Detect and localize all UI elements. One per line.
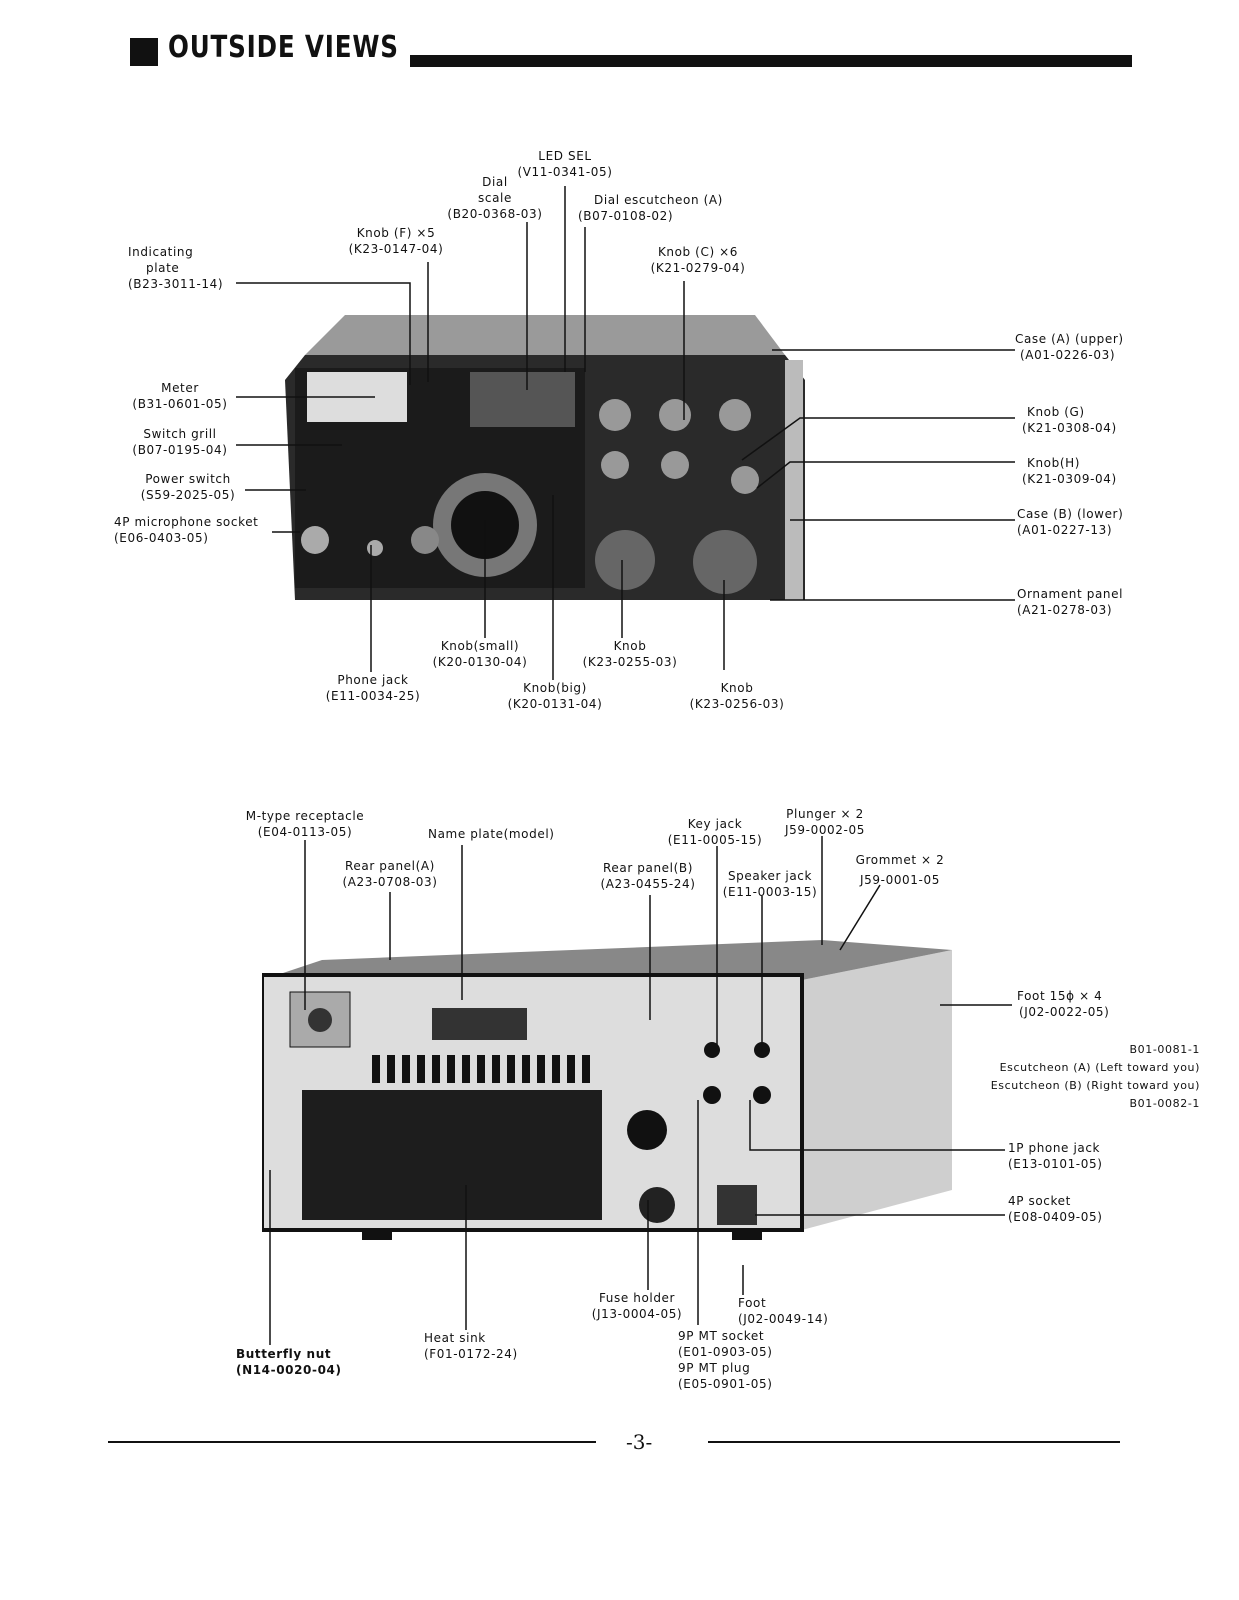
label-knob-k23-0255: Knob(K23-0255-03) xyxy=(582,639,678,669)
label-9p-mt: 9P MT socket(E01-0903-05)9P MT plug(E05-… xyxy=(678,1329,773,1391)
page-title: OUTSIDE VIEWS xyxy=(168,30,399,65)
label-heat-sink: Heat sink(F01-0172-24) xyxy=(424,1331,518,1361)
label-power-switch: Power switch(S59-2025-05) xyxy=(140,472,236,502)
label-speaker-jack: Speaker jack(E11-0003-15) xyxy=(722,869,818,899)
label-case-a: Case (A) (upper)(A01-0226-03) xyxy=(1015,332,1124,362)
label-switch-grill: Switch grill(B07-0195-04) xyxy=(132,427,228,457)
label-knob-k23-0256: Knob(K23-0256-03) xyxy=(689,681,785,711)
label-knob-h: Knob(H)(K21-0309-04) xyxy=(1022,456,1117,486)
label-fuse-holder: Fuse holder(J13-0004-05) xyxy=(591,1291,683,1321)
label-name-plate: Name plate(model) xyxy=(428,827,555,841)
label-knob-g: Knob (G)(K21-0308-04) xyxy=(1022,405,1117,435)
label-mic-socket: 4P microphone socket(E06-0403-05) xyxy=(114,515,259,545)
label-knob-small: Knob(small)(K20-0130-04) xyxy=(432,639,528,669)
label-dial-escutcheon: Dial escutcheon (A)(B07-0108-02) xyxy=(578,193,723,223)
footer-rule-right xyxy=(708,1441,1120,1443)
label-knob-c: Knob (C) ×6(K21-0279-04) xyxy=(650,245,746,275)
label-led-sel: LED SEL(V11-0341-05) xyxy=(517,149,613,179)
label-butterfly-nut: Butterfly nut(N14-0020-04) xyxy=(236,1347,342,1377)
label-1p-phone-jack: 1P phone jack(E13-0101-05) xyxy=(1008,1141,1103,1171)
label-case-b: Case (B) (lower)(A01-0227-13) xyxy=(1017,507,1124,537)
title-rule xyxy=(410,55,1132,67)
label-knob-big: Knob(big)(K20-0131-04) xyxy=(507,681,603,711)
label-ornament-panel: Ornament panel(A21-0278-03) xyxy=(1017,587,1124,617)
rear-view-illustration xyxy=(262,940,952,1240)
page-number: -3- xyxy=(626,1430,653,1454)
title-block-icon xyxy=(130,38,158,66)
label-key-jack: Key jack(E11-0005-15) xyxy=(667,817,763,847)
label-meter: Meter(B31-0601-05) xyxy=(132,381,228,411)
label-foot: Foot(J02-0049-14) xyxy=(738,1296,829,1326)
label-4p-socket: 4P socket(E08-0409-05) xyxy=(1008,1194,1103,1224)
footer-rule-left xyxy=(108,1441,596,1443)
label-m-type-receptacle: M-type receptacle(E04-0113-05) xyxy=(245,809,365,839)
label-rear-panel-b: Rear panel(B)(A23-0455-24) xyxy=(600,861,696,891)
label-phone-jack: Phone jack(E11-0034-25) xyxy=(325,673,421,703)
front-view-illustration xyxy=(285,315,805,600)
label-knob-f: Knob (F) ×5(K23-0147-04) xyxy=(348,226,444,256)
label-foot-15: Foot 15ϕ × 4(J02-0022-05) xyxy=(1017,989,1110,1019)
label-rear-panel-a: Rear panel(A)(A23-0708-03) xyxy=(342,859,438,889)
